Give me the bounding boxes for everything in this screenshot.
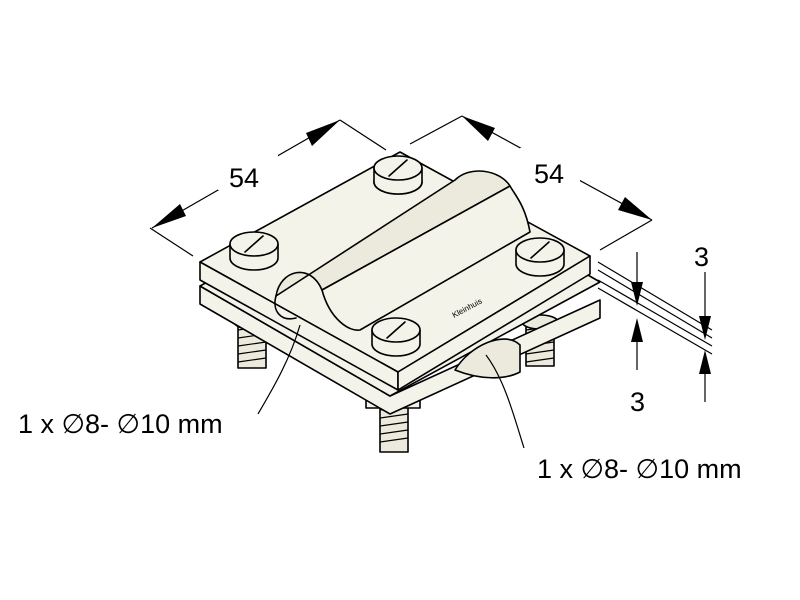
upper-saddle (274, 170, 531, 331)
lower-saddle (454, 338, 521, 379)
arrowhead (306, 120, 340, 146)
arrowhead (462, 116, 495, 141)
dimension-width-left: 54 (149, 119, 387, 257)
dimension-label-width-right: 54 (534, 159, 564, 189)
arrowhead (152, 204, 186, 228)
callout-label-conductor-right: 1 x ∅8- ∅10 mm (537, 454, 742, 484)
bolt-head-left (229, 231, 279, 271)
arrowhead (618, 197, 652, 220)
dimension-label-width-left: 54 (229, 163, 259, 193)
dimension-label-thickness-top: 3 (694, 242, 709, 272)
dimension-thickness: 3 3 (597, 242, 713, 417)
clamp-assembly: Kleinhuis (199, 151, 601, 453)
bolt-head-front (371, 317, 421, 357)
callout-conductor-left: 1 x ∅8- ∅10 mm (18, 324, 301, 439)
callout-label-conductor-left: 1 x ∅8- ∅10 mm (18, 409, 223, 439)
bolt-head-right (515, 237, 565, 277)
callout-conductor-right: 1 x ∅8- ∅10 mm (485, 354, 742, 484)
bolt-head-back (373, 155, 423, 195)
dimension-label-thickness-bottom: 3 (630, 387, 645, 417)
dimension-width-right: 54 (409, 115, 653, 251)
